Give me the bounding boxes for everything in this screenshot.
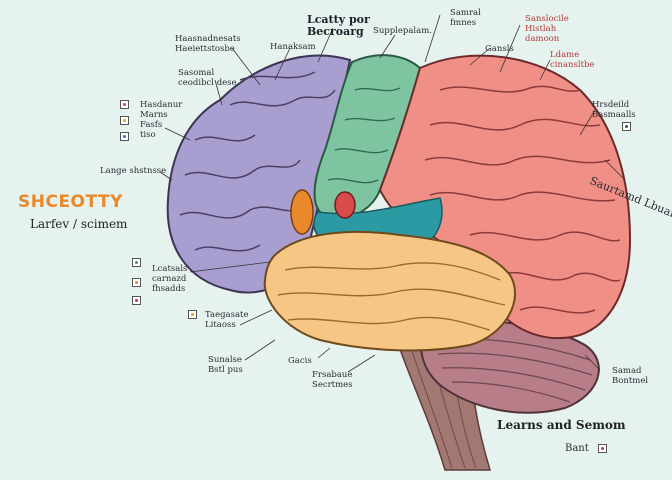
diagram-title: Lcatty por Becroarg — [307, 13, 370, 38]
headline-sub: Larfev / scimem — [30, 217, 128, 231]
label-top-right-red: Sanslocile Histlah damoon — [525, 14, 569, 44]
flag-icon — [132, 278, 141, 287]
label-bottom-mid-1: Gacis — [288, 356, 312, 366]
occipital-folds — [179, 71, 336, 252]
book-icon — [132, 258, 141, 267]
headline-learns: Learns and Semom — [497, 418, 626, 432]
label-upper-left-1: Haasnadnesats Haeiettstosbe — [175, 34, 241, 54]
bulb-icon — [120, 116, 129, 125]
label-right-red-2: Ldame cinansltbe — [550, 50, 595, 70]
label-bottom-mid-2: Frsabaue Secrtmes — [312, 370, 353, 390]
label-right-low: Samad Bontmel — [612, 366, 649, 386]
label-icon-list: Hasdanur Marns Fasfs tiso — [140, 100, 183, 140]
parietal-folds — [327, 87, 401, 184]
label-top-right-1: Samral fmnes — [450, 8, 481, 28]
note-icon — [188, 310, 197, 319]
orange-structure — [290, 189, 314, 235]
label-bottom-right: Bant — [565, 443, 589, 454]
tag-icon — [132, 296, 141, 305]
headline-orange: SHCEOTTY — [18, 192, 123, 212]
leader-lines — [159, 14, 626, 373]
label-lower-icon-2: Taegasate Litaoss — [205, 310, 249, 330]
red-structure — [334, 191, 356, 219]
book-icon-right — [622, 122, 631, 131]
label-bottom-left: Sunalse Bstl pus — [208, 355, 243, 375]
frontal-folds — [424, 85, 621, 314]
label-left-small: Lange shstnsse — [100, 166, 167, 176]
label-right-1: Hrsdeild Basmaalls — [592, 100, 636, 120]
chart-icon — [120, 132, 129, 141]
label-left-mid: Sasomal ceodibcl dese — [178, 68, 237, 88]
pin-icon — [598, 444, 607, 453]
label-icons-lower: Lcatsals carnazd fhsadds — [152, 264, 188, 294]
label-top-right-2: Gansls — [485, 44, 514, 54]
cerebellum-folds — [437, 338, 593, 403]
label-upper-left-2: Hanaksam — [270, 42, 316, 52]
label-top-center: Supplepalam. — [373, 26, 432, 36]
alert-icon — [120, 100, 129, 109]
temporal-folds — [277, 262, 506, 331]
